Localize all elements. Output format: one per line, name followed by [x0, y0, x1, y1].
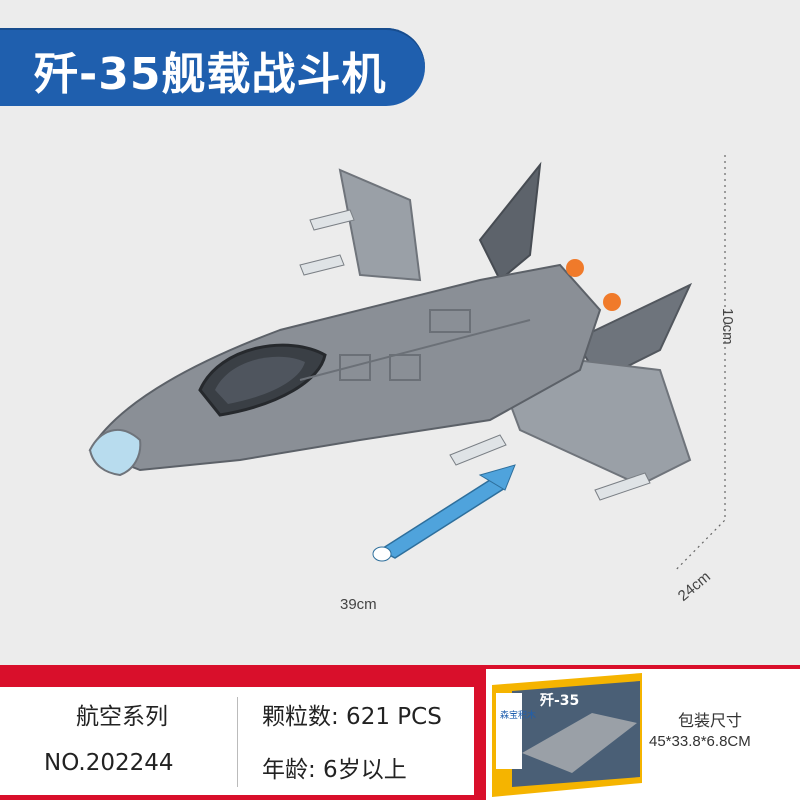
- box-brand-text: 森宝积木: [500, 709, 536, 721]
- package-size-label: 包装尺寸: [678, 711, 743, 730]
- package-box-image: 森宝积木 歼-35: [492, 673, 642, 797]
- spec-panel: 航空系列 颗粒数: 621 PCS NO.202244 年龄: 6岁以上: [0, 687, 474, 795]
- missile-1: [372, 464, 516, 562]
- fighter-jet-model-image: [88, 155, 726, 570]
- series-label: 航空系列: [76, 704, 168, 730]
- depth-dimension: 24cm: [674, 568, 714, 605]
- product-title: 歼-35舰载战斗机: [34, 49, 387, 100]
- title-banner: [0, 28, 425, 106]
- box-title-text: 歼-35: [539, 693, 579, 709]
- spec-divider: [237, 697, 238, 787]
- packaging-panel: 森宝积木 歼-35 包装尺寸 45*33.8*6.8CM: [486, 669, 800, 800]
- piece-count: 颗粒数: 621 PCS: [262, 704, 442, 730]
- product-number: NO.202244: [44, 750, 174, 776]
- footer-band: 航空系列 颗粒数: 621 PCS NO.202244 年龄: 6岁以上 森宝积…: [0, 665, 800, 800]
- height-dimension: 10cm: [719, 308, 736, 345]
- width-dimension: 39cm: [340, 596, 377, 613]
- age-rating: 年龄: 6岁以上: [262, 757, 407, 783]
- package-size-value: 45*33.8*6.8CM: [649, 733, 751, 750]
